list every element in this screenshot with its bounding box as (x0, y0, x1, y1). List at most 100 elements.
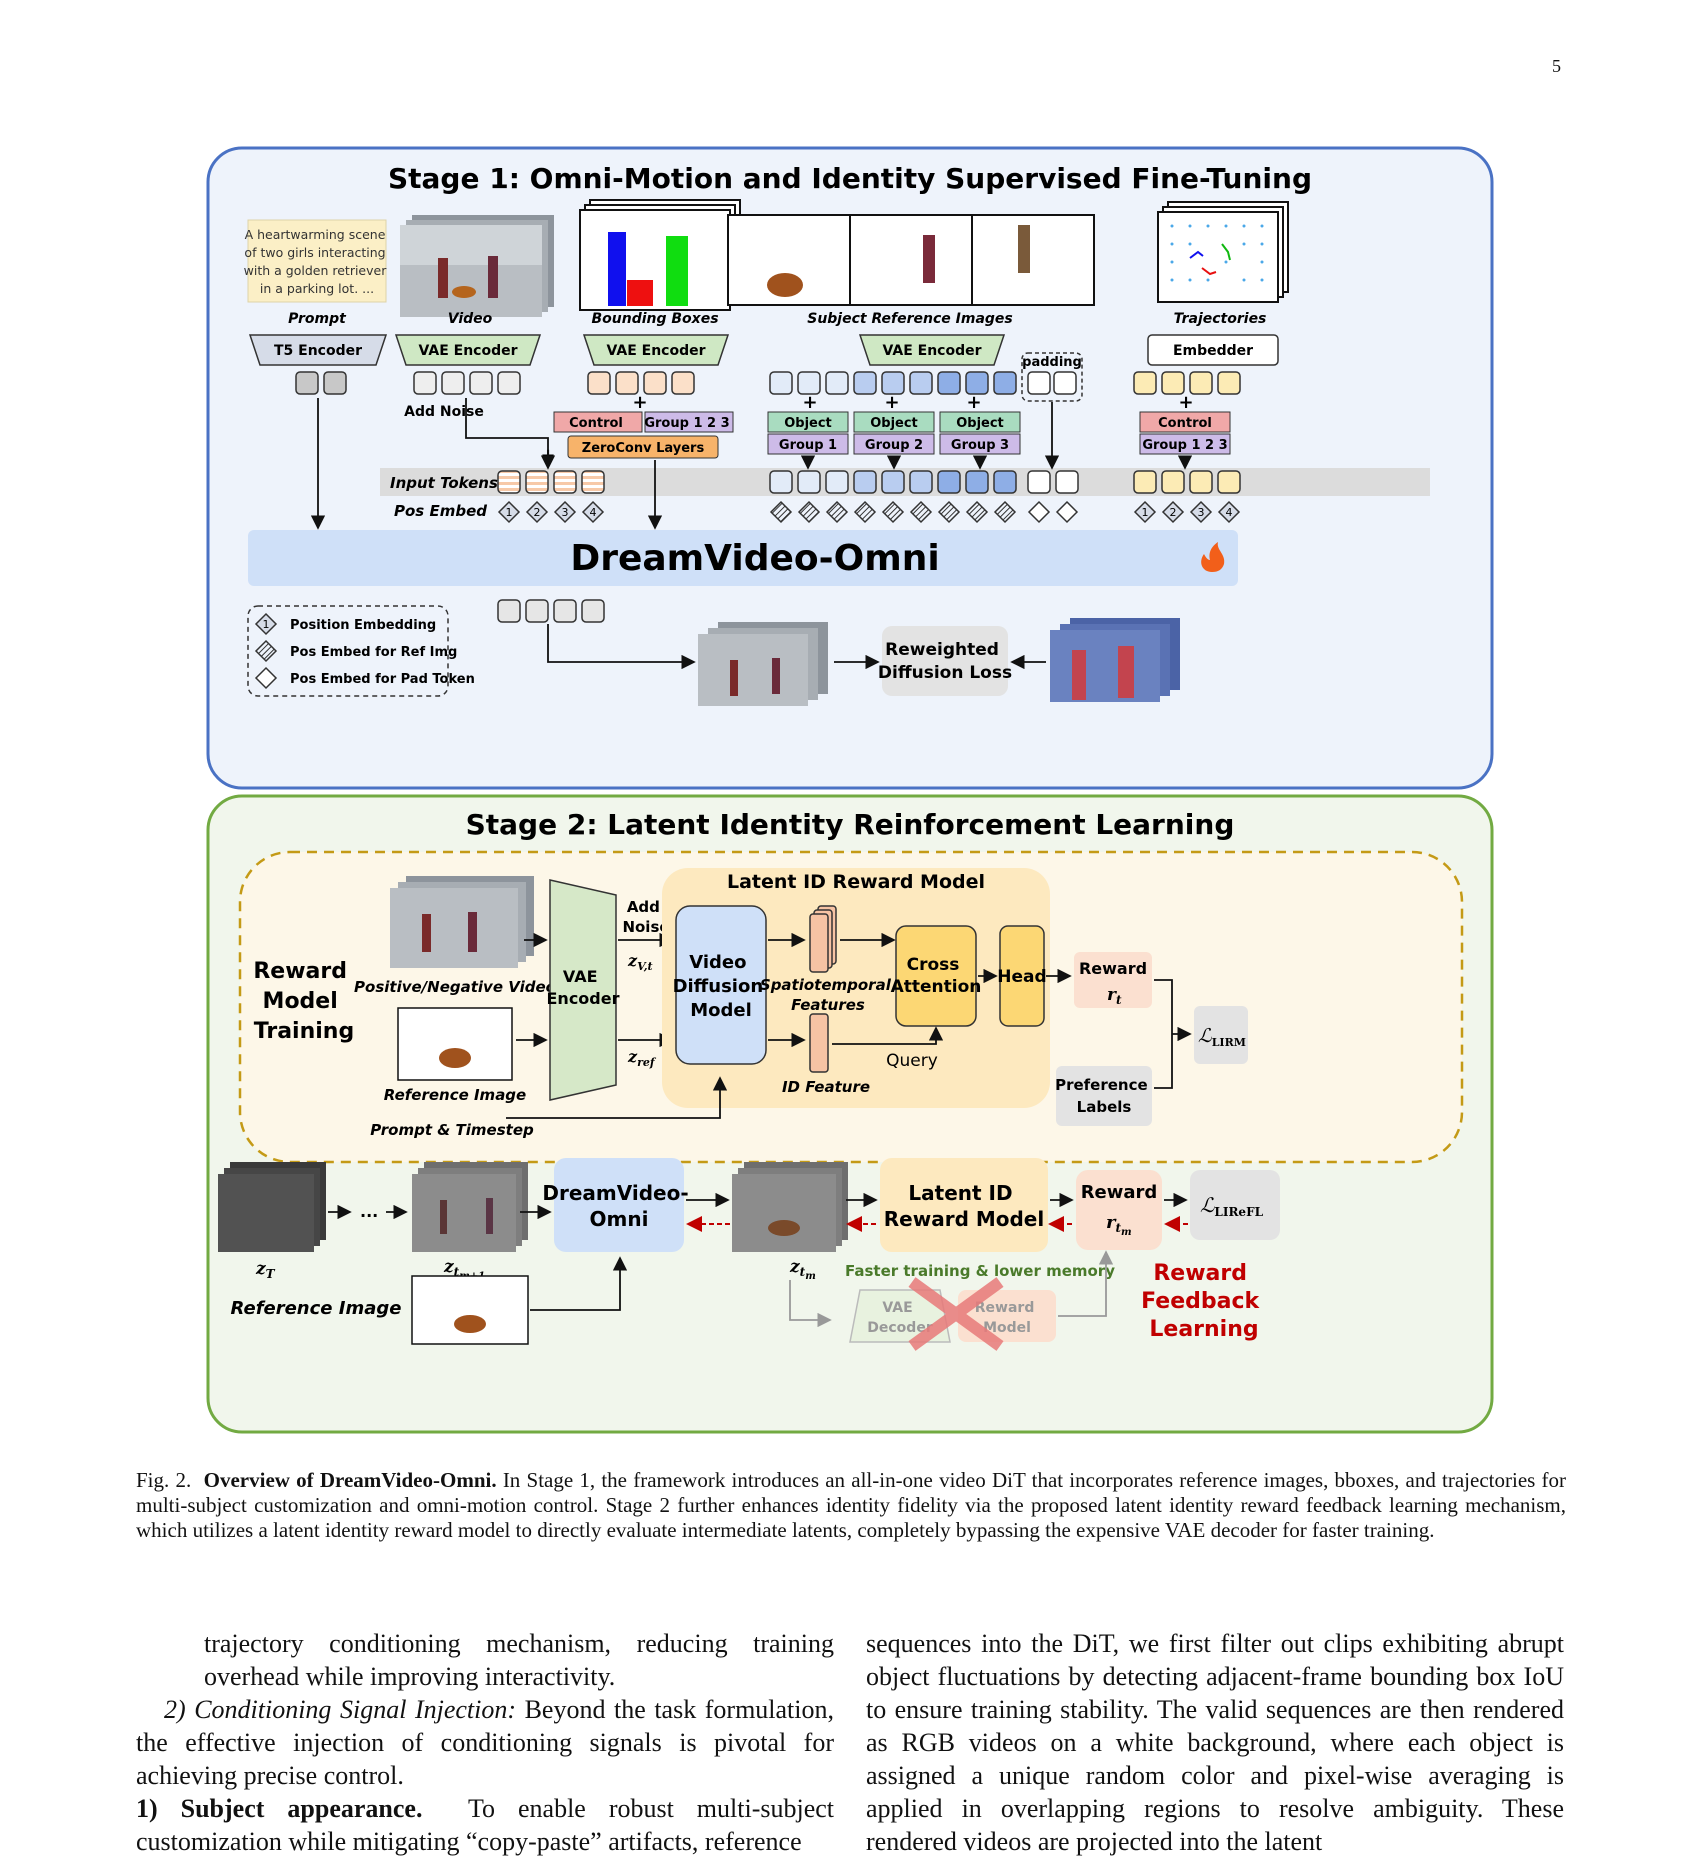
reweighted-loss-line2: Diffusion Loss (878, 663, 1012, 683)
masked-video-thumbnail (1050, 618, 1180, 702)
label-bboxes: Bounding Boxes (591, 311, 718, 327)
svg-text:...: ... (360, 1202, 378, 1221)
latent-ztm (732, 1162, 848, 1252)
svg-text:4: 4 (1226, 506, 1233, 519)
svg-text:Reward: Reward (1079, 959, 1147, 978)
pos-neg-video-thumbnail (390, 876, 534, 968)
pos-embed-label: Pos Embed (394, 502, 487, 520)
section-heading-conditioning: 2) Conditioning Signal Injection: (164, 1695, 517, 1724)
reweighted-loss-line1: Reweighted (885, 640, 999, 660)
object-2: Object (870, 416, 918, 431)
svg-text:zT: zT (255, 1259, 276, 1281)
svg-text:ztm: ztm (789, 1257, 816, 1282)
prompt-timestep-label: Prompt & Timestep (370, 1121, 534, 1139)
svg-text:A heartwarming scene of: A heartwarming scene of two girls intera… (244, 227, 391, 296)
trajectory-thumbnail (1157, 201, 1289, 303)
paragraph-sequences: sequences into the DiT, we first filter … (866, 1629, 1564, 1856)
svg-text:zref: zref (627, 1047, 657, 1069)
video-thumbnail (400, 215, 554, 317)
svg-text:+: + (966, 392, 981, 413)
svg-text:2: 2 (1170, 506, 1177, 519)
group-1: Group 1 (779, 438, 837, 453)
svg-text:rt: rt (1107, 985, 1122, 1007)
reference-image-label: Reference Image (384, 1086, 526, 1104)
group123-traj: Group 1 2 3 (1142, 438, 1227, 453)
paragraph-conditioning: 2) Conditioning Signal Injection: Beyond… (136, 1695, 834, 1790)
svg-text:1: 1 (506, 506, 513, 519)
zeroconv-layers: ZeroConv Layers (582, 441, 705, 456)
svg-text:DreamVideo- Omni: DreamVideo- Omni (542, 1181, 695, 1231)
caption-label: Fig. 2. (136, 1468, 192, 1492)
svg-text:Reward: Reward (1081, 1182, 1158, 1203)
pos-neg-video-label: Positive/Negative Video (354, 978, 556, 996)
reference-image-thumb (397, 1007, 513, 1081)
group-3: Group 3 (951, 438, 1009, 453)
latent-id-reward-model-title: Latent ID Reward Model (727, 871, 985, 893)
faster-training-note: Faster training & lower memory (845, 1262, 1115, 1280)
disabled-cross-icon (908, 1277, 1004, 1351)
control-bbox: Control (569, 416, 623, 431)
id-feature-label: ID Feature (782, 1078, 870, 1096)
object-3: Object (956, 416, 1004, 431)
padding-label: padding (1022, 355, 1082, 370)
object-1: Object (784, 416, 832, 431)
subject-appearance-heading: 1) Subject appearance. (136, 1794, 423, 1823)
svg-text:Reweighted Diffusion Loss: Reweighted Diffusion Loss (878, 640, 1012, 683)
figure-caption: Fig. 2. Overview of DreamVideo-Omni. In … (136, 1468, 1566, 1543)
group123-bbox: Group 1 2 3 (644, 416, 729, 431)
svg-text:VAE Encoder: VAE Encoder (547, 967, 620, 1008)
padding-token-1 (1027, 371, 1051, 395)
reference-image-label-2: Reference Image (231, 1298, 402, 1319)
vae-encoder-ref: VAE Encoder (882, 343, 981, 359)
svg-text:3: 3 (1198, 506, 1205, 519)
legend-pos-embed-pad: Pos Embed for Pad Token (290, 672, 475, 687)
paragraph-traj: trajectory conditioning mechanism, reduc… (204, 1629, 834, 1691)
svg-text:Reward Model Training: Reward Model Training (253, 959, 354, 1044)
label-prompt: Prompt (288, 311, 347, 327)
svg-text:Latent ID Reward Model: Latent ID Reward Model (884, 1181, 1044, 1231)
embedder: Embedder (1173, 343, 1253, 359)
svg-text:+: + (1178, 392, 1193, 413)
input-tokens-label: Input Tokens (390, 474, 498, 492)
paragraph-subject: 1) Subject appearance. To enable robust … (136, 1794, 835, 1856)
svg-text:+: + (632, 392, 647, 413)
svg-text:4: 4 (590, 506, 597, 519)
body-column-left: trajectory conditioning mechanism, reduc… (136, 1627, 834, 1858)
group-2: Group 2 (865, 438, 923, 453)
svg-text:1: 1 (263, 618, 270, 631)
svg-text:ℒLIRM: ℒLIRM (1198, 1025, 1246, 1049)
caption-text: In Stage 1, the framework introduces an … (136, 1468, 1567, 1542)
label-video: Video (448, 311, 493, 327)
svg-text:Cross Attention: Cross Attention (891, 955, 982, 997)
svg-text:+: + (884, 392, 899, 413)
svg-text:ℒLIReFL: ℒLIReFL (1200, 1193, 1264, 1219)
label-trajectories: Trajectories (1174, 311, 1267, 327)
padding-token-2 (1053, 371, 1077, 395)
svg-text:zV,t: zV,t (627, 951, 653, 973)
dreamvideo-omni-model: DreamVideo-Omni (570, 538, 939, 579)
query-label: Query (886, 1051, 938, 1071)
svg-text:Preference Labels: Preference Labels (1055, 1076, 1153, 1116)
svg-text:Spatiotemporal Features: Spatiotemporal Features (760, 976, 896, 1014)
add-noise-s1: Add Noise (404, 404, 484, 420)
legend-pos-embed-ref: Pos Embed for Ref Img (290, 645, 457, 660)
output-video-thumbnail (698, 622, 828, 706)
vae-encoder-bbox: VAE Encoder (606, 343, 705, 359)
svg-text:2: 2 (534, 506, 541, 519)
svg-text:1: 1 (1142, 506, 1149, 519)
vae-encoder-video: VAE Encoder (418, 343, 517, 359)
label-subject-refs: Subject Reference Images (807, 311, 1013, 327)
svg-text:rtm: rtm (1106, 1212, 1132, 1238)
control-traj: Control (1158, 416, 1212, 431)
head-label: Head (997, 967, 1046, 987)
stage1-title: Stage 1: Omni-Motion and Identity Superv… (388, 162, 1312, 195)
body-column-right: sequences into the DiT, we first filter … (866, 1627, 1564, 1858)
latent-ztm1 (412, 1162, 528, 1252)
svg-text:Add Noise: Add Noise (622, 898, 669, 936)
svg-text:VAE Decoder: VAE Decoder (867, 1300, 933, 1336)
caption-title: Overview of DreamVideo-Omni. (203, 1468, 497, 1492)
overview-figure: Stage 1: Omni-Motion and Identity Superv… (206, 146, 1494, 1434)
bbox-thumbnail (579, 199, 741, 311)
legend-position-embedding: Position Embedding (290, 618, 436, 633)
page-number: 5 (1552, 56, 1561, 76)
